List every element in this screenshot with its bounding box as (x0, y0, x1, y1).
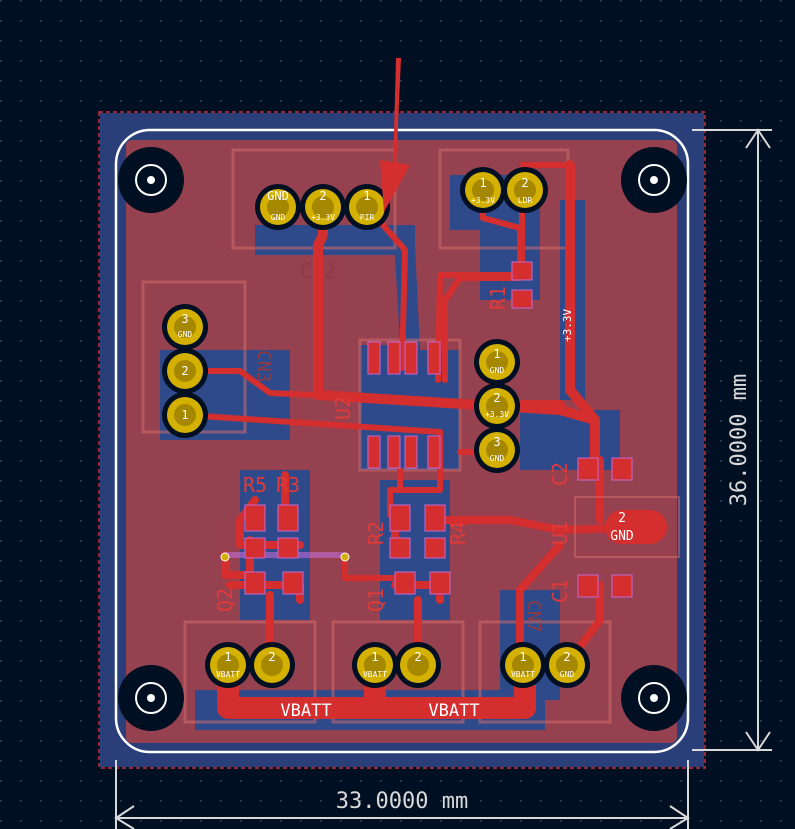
svg-text:+3.3V: +3.3V (485, 410, 509, 419)
svg-text:GND: GND (271, 213, 286, 222)
svg-text:1: 1 (479, 176, 486, 190)
label-u1: U1 (548, 521, 572, 545)
svg-text:VBATT: VBATT (511, 670, 535, 679)
label-r3: R3 (276, 473, 300, 497)
board-edge-cut (114, 128, 690, 754)
svg-text:2: 2 (414, 650, 421, 664)
gnd-pad-outline (574, 496, 680, 558)
board-outline-dashed (98, 111, 706, 769)
dimension-width-label: 33.0000 mm (336, 789, 468, 814)
label-c2: C2 (548, 462, 572, 486)
mounting-holes (118, 147, 687, 731)
net-label-vbatt-left: VBATT (280, 701, 331, 721)
svg-text:+3.3V: +3.3V (311, 213, 335, 222)
svg-text:1: 1 (224, 650, 231, 664)
net-label-vbatt-right: VBATT (428, 701, 479, 721)
svg-text:2: 2 (268, 650, 275, 664)
svg-text:1: 1 (371, 650, 378, 664)
dimension-height (692, 128, 772, 752)
label-r2: R2 (364, 521, 388, 545)
pad-cn2-gnd: GND GND (255, 184, 301, 230)
net-label-plus33: +3.3V (561, 309, 574, 342)
pad-cn3-1: 1 (162, 392, 208, 438)
silk-label-cn3: CN3 (253, 350, 274, 383)
svg-text:1: 1 (363, 189, 370, 203)
svg-text:GND: GND (267, 189, 289, 203)
svg-text:PIR: PIR (360, 213, 375, 222)
arrow-pointer (380, 58, 410, 212)
silk-label-cn7: CN7 (523, 600, 544, 633)
label-r5: R5 (243, 473, 267, 497)
svg-text:1: 1 (519, 650, 526, 664)
pad-u2-3v3: 2 +3.3V (474, 383, 520, 429)
mounting-hole-top-right (621, 147, 687, 213)
svg-text:LDR: LDR (518, 196, 533, 205)
svg-text:2: 2 (563, 650, 570, 664)
mounting-hole-bottom-left (118, 665, 184, 731)
svg-text:3: 3 (181, 312, 188, 326)
svg-text:GND: GND (490, 366, 505, 375)
label-q1: Q1 (364, 588, 388, 612)
mounting-hole-top-left (118, 147, 184, 213)
gnd-pad-number: 2 (618, 511, 626, 526)
svg-text:2: 2 (319, 189, 326, 203)
mounting-hole-bottom-right (621, 665, 687, 731)
label-r1: R1 (486, 286, 510, 310)
label-c1: C1 (548, 579, 572, 603)
label-r4: R4 (446, 521, 470, 545)
pad-cn2-3v3: 2 +3.3V (300, 184, 346, 230)
gnd-pad-label: GND (610, 529, 634, 544)
pad-cn5-2: 2 (395, 642, 441, 688)
vias (220, 552, 350, 562)
svg-text:2: 2 (493, 391, 500, 405)
pad-cn4-2: 2 (249, 642, 295, 688)
svg-text:+3.3V: +3.3V (471, 196, 495, 205)
svg-text:VBATT: VBATT (216, 670, 240, 679)
pad-cn1-3v3: 1 +3.3V (460, 167, 506, 213)
pad-cn3-2: 2 (162, 348, 208, 394)
dimension-height-label: 36.0000 mm (727, 374, 752, 506)
smd-pads (244, 261, 633, 598)
svg-text:GND: GND (490, 454, 505, 463)
svg-text:GND: GND (178, 330, 193, 339)
label-q2: Q2 (213, 588, 237, 612)
dimension-width (114, 760, 690, 829)
svg-text:3: 3 (493, 435, 500, 449)
label-u2: U2 (331, 396, 355, 420)
svg-text:1: 1 (181, 408, 188, 422)
gnd-pad (605, 510, 667, 544)
svg-text:GND: GND (560, 670, 575, 679)
svg-text:2: 2 (521, 176, 528, 190)
svg-text:1: 1 (493, 347, 500, 361)
svg-text:2: 2 (181, 364, 188, 378)
svg-text:VBATT: VBATT (363, 670, 387, 679)
